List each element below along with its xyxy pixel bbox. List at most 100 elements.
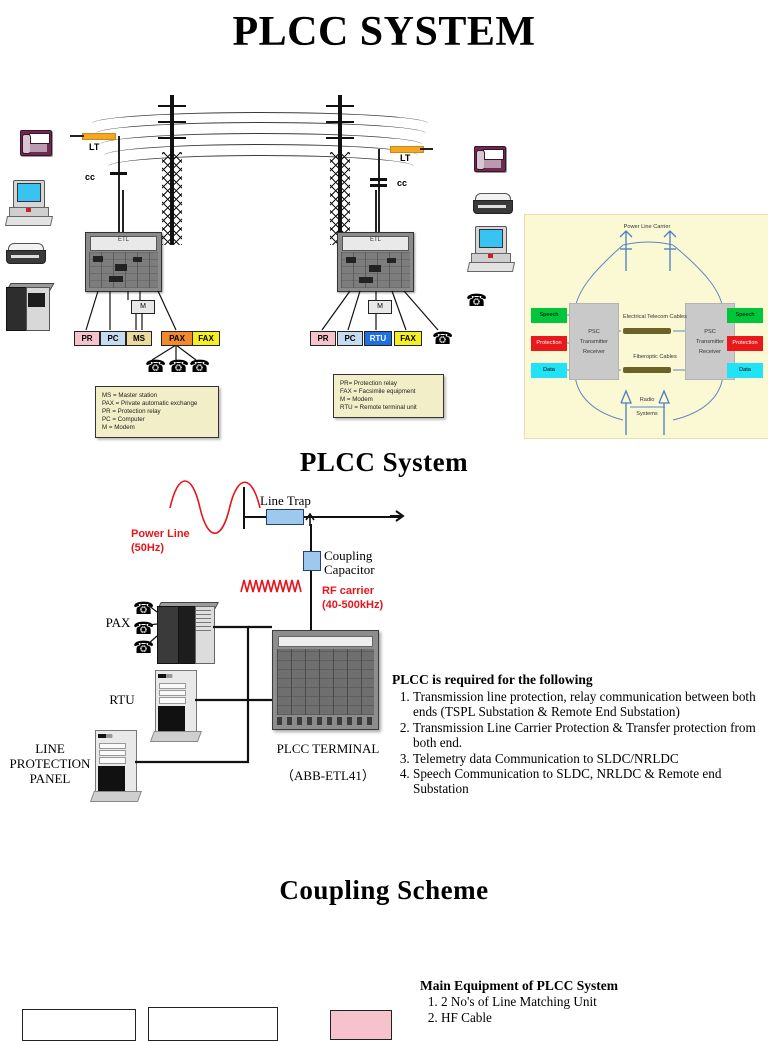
requirement-item: Telemetry data Communication to SLDC/NRL… xyxy=(413,751,764,766)
busbar xyxy=(243,487,246,529)
legend-right-line-0: PR= Protection relay xyxy=(340,380,397,387)
telephone-icon-4: ☎ xyxy=(432,329,454,348)
coupling-capacitor-label-line-1: Capacitor xyxy=(324,562,375,577)
legend-left-line-1: PAX = Private automatic exchange xyxy=(102,400,198,408)
pax-label: PAX xyxy=(105,615,131,630)
legend-left-line-0: MS = Master station xyxy=(102,392,158,399)
rf-carrier-label-line-1: (40-500kHz) xyxy=(322,599,384,611)
pax-equipment-rack xyxy=(157,602,219,664)
pax-telephone-icon-3: ☎ xyxy=(133,638,155,657)
io-protection-right: Protection xyxy=(727,336,763,351)
etl-rack-right: ETL xyxy=(337,232,414,292)
legend-left: MS = Master station PAX = Private automa… xyxy=(95,386,219,439)
etl-rack-left: ETL xyxy=(85,232,162,292)
inset-title: Power Line Carrier xyxy=(623,224,671,230)
power-line-waveform xyxy=(169,480,261,534)
rtu-label: RTU xyxy=(109,692,135,707)
electrical-telecom-cable xyxy=(623,328,671,334)
tag-pax-left: PAX xyxy=(161,331,193,346)
main-equipment-block: Main Equipment of PLCC System 2 No's of … xyxy=(420,978,764,1025)
lt-label-left: LT xyxy=(89,142,100,152)
modem-box-left: M xyxy=(131,300,155,314)
tag-fax-right: FAX xyxy=(394,331,422,346)
requirement-item: Transmission Line Carrier Protection & T… xyxy=(413,720,764,751)
radio-label-line-0: Radio xyxy=(639,397,655,403)
line-trap-box xyxy=(266,509,304,525)
requirements-list: Transmission line protection, relay comm… xyxy=(392,689,764,797)
io-protection-left: Protection xyxy=(531,336,567,351)
transmission-tower-left xyxy=(152,95,192,245)
psc-unit-left: PSC Transmitter Receiver xyxy=(569,303,619,380)
lpp-label-line-1: PROTECTION xyxy=(9,756,91,771)
coupling-capacitor-label: Coupling Capacitor xyxy=(324,549,375,577)
rf-carrier-label-line-0: RF carrier xyxy=(322,585,374,597)
fax-phone-icon-right xyxy=(474,146,506,172)
requirement-item: Speech Communication to SLDC, NRLDC & Re… xyxy=(413,766,764,797)
rf-carrier-label: RF carrier (40-500kHz) xyxy=(322,584,383,612)
cc-label-right: cc xyxy=(397,178,408,188)
coupling-scheme-box-2 xyxy=(148,1007,278,1041)
telephone-icon-3: ☎ xyxy=(189,357,211,376)
line-trap-right xyxy=(390,146,424,153)
line-protection-panel-label: LINE PROTECTION PANEL xyxy=(4,741,96,786)
telephone-icon-2: ☎ xyxy=(168,357,190,376)
legend-right: PR= Protection relay FAX = Facsimile equ… xyxy=(333,374,444,419)
page-title: PLCC SYSTEM xyxy=(232,9,536,55)
lt-label-right: LT xyxy=(400,153,411,163)
coupling-capacitor-box xyxy=(303,551,321,571)
main-equipment-item: HF Cable xyxy=(441,1010,764,1026)
requirements-block: PLCC is required for the following Trans… xyxy=(392,672,764,797)
main-equipment-heading: Main Equipment of PLCC System xyxy=(420,978,619,993)
electrical-telecom-cables-label: Electrical Telecom Cables xyxy=(623,314,687,320)
psc-right-line-1: Transmitter xyxy=(695,338,725,345)
main-equipment-list: 2 No's of Line Matching Unit HF Cable xyxy=(420,994,764,1025)
psc-left-line-1: Transmitter xyxy=(579,338,609,345)
requirement-item: Transmission line protection, relay comm… xyxy=(413,689,764,720)
power-line-label: Power Line (50Hz) xyxy=(131,527,190,555)
telephone-icon-right: ☎ xyxy=(466,291,488,310)
tag-pc-left: PC xyxy=(100,331,126,346)
tag-pr-right: PR xyxy=(310,331,336,346)
line-trap-left xyxy=(82,133,116,140)
rf-carrier-waveform xyxy=(240,579,302,593)
tag-rtu-right: RTU xyxy=(364,331,392,346)
io-data-left: Data xyxy=(531,363,567,378)
requirements-heading: PLCC is required for the following xyxy=(392,672,593,687)
section2-title: PLCC System xyxy=(299,447,469,477)
line-trap-label: Line Trap xyxy=(260,493,311,508)
modem-box-right: M xyxy=(368,300,392,314)
legend-right-line-3: RTU = Remote terminal unit xyxy=(340,404,417,412)
legend-left-line-3: PC = Computer xyxy=(102,416,145,424)
lpp-label-line-2: PANEL xyxy=(29,771,71,786)
tag-pc-right: PC xyxy=(337,331,363,346)
lpp-label-line-0: LINE xyxy=(35,741,65,756)
plcc-terminal-rack xyxy=(272,630,379,730)
computer-icon-left xyxy=(4,180,54,226)
plcc-terminal-model: （ABB-ETL41） xyxy=(281,768,375,783)
io-speech-right: Speech xyxy=(727,308,763,323)
tag-ms-left: MS xyxy=(126,331,152,346)
pax-telephone-icon-1: ☎ xyxy=(133,599,155,618)
coupling-capacitor-label-line-0: Coupling xyxy=(324,548,373,563)
radio-label-line-1: Systems xyxy=(636,411,658,417)
io-speech-left: Speech xyxy=(531,308,567,323)
power-line-label-line-0: Power Line xyxy=(131,528,190,540)
arrow-up-icon xyxy=(305,513,315,526)
fax-phone-icon-left xyxy=(20,130,52,156)
etl-rack-label-right: ETL xyxy=(369,237,381,243)
computer-icon-right xyxy=(466,226,516,272)
arrow-right-icon xyxy=(390,510,405,522)
rtu-cabinet xyxy=(149,670,203,742)
server-cabinet-icon-left xyxy=(6,283,55,331)
cc-label-left: cc xyxy=(85,172,96,182)
legend-right-line-2: M = Modem xyxy=(340,396,373,404)
printer-icon-left xyxy=(6,243,46,264)
legend-left-line-2: PR = Protection relay xyxy=(102,408,161,416)
etl-rack-label-left: ETL xyxy=(117,237,129,243)
psc-left-line-0: PSC xyxy=(588,328,600,335)
psc-left-line-2: Receiver xyxy=(582,348,606,355)
power-line-carrier-inset: Power Line Carrier xyxy=(524,214,768,439)
section3-title: Coupling Scheme xyxy=(279,875,489,905)
coupling-scheme-box-1 xyxy=(22,1009,136,1041)
main-equipment-item: 2 No's of Line Matching Unit xyxy=(441,994,764,1010)
